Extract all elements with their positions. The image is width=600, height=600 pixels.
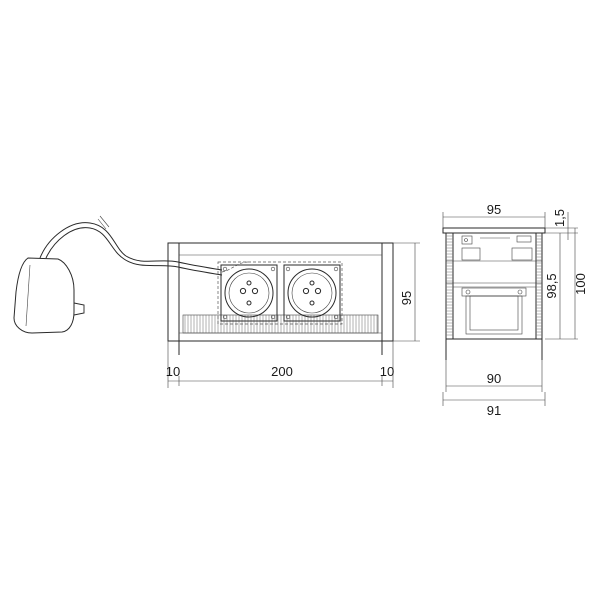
power-cable (39, 215, 223, 276)
front-view: 10 200 10 95 (166, 242, 420, 388)
dim-right-margin: 10 (380, 364, 394, 379)
socket-panel-outline (217, 261, 343, 325)
front-height-dimension (393, 242, 420, 342)
side-top-width-dimension (442, 212, 546, 228)
dim-left-margin: 10 (166, 364, 180, 379)
dim-side-inner-height: 98,5 (544, 273, 559, 298)
left-end-cap (167, 242, 180, 342)
side-grille-right (536, 235, 542, 336)
side-inner-height-dimension (545, 233, 578, 340)
dim-side-inner-width: 90 (487, 371, 501, 386)
side-housing (445, 232, 543, 340)
dim-front-height: 95 (399, 291, 414, 305)
dim-side-total-height: 100 (573, 273, 588, 295)
socket-1 (220, 264, 278, 322)
front-width-dimension (167, 341, 394, 388)
side-view: 95 1,5 98,5 100 90 (442, 202, 588, 418)
dim-side-top-thickness: 1,5 (552, 209, 567, 227)
dim-side-top-width: 95 (487, 202, 501, 217)
dim-front-width: 200 (271, 364, 293, 379)
front-grille (182, 314, 379, 334)
socket-2 (283, 264, 341, 322)
dim-side-outer-width: 91 (487, 403, 501, 418)
top-plate (442, 227, 546, 234)
right-end-cap (381, 242, 394, 342)
side-grille-left (446, 235, 453, 336)
side-outer-width-dimension (442, 392, 546, 406)
side-top-thickness-dimension (545, 212, 578, 240)
power-plug (13, 257, 85, 334)
side-inner-width-dimension (445, 360, 543, 392)
